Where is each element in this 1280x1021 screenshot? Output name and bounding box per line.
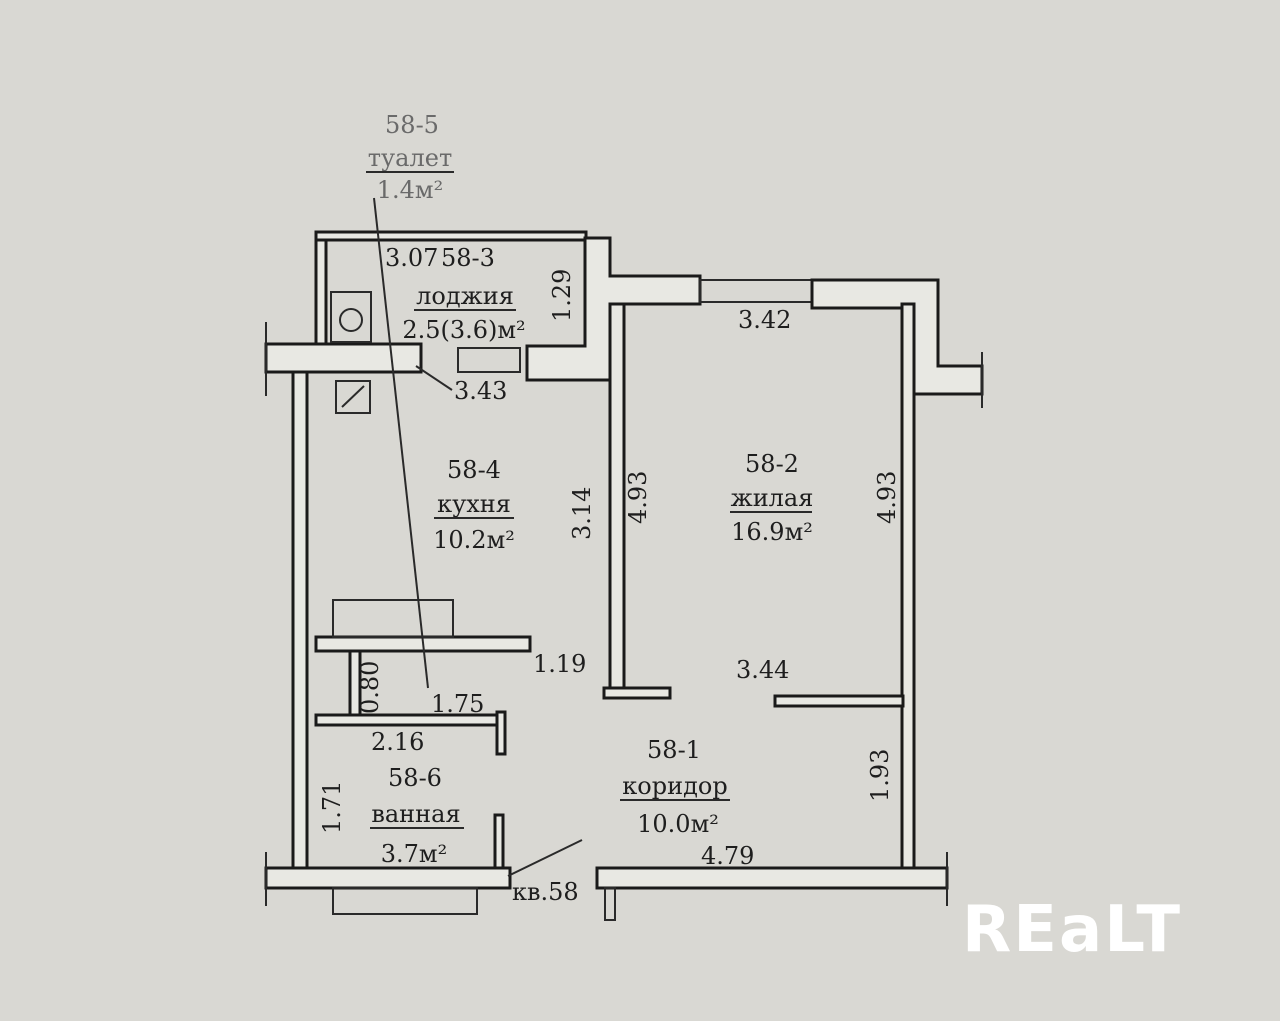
loggia-area: 2.5(3.6)м² <box>402 316 525 344</box>
kitchen-top-wall <box>264 342 423 374</box>
toilet-leader-line <box>373 197 429 689</box>
left-outer-wall <box>291 370 309 872</box>
toilet-name: туалет <box>368 144 452 172</box>
loggia-leader-line <box>415 365 453 391</box>
corridor-id: 58-1 <box>647 736 701 764</box>
dim-1-19: 1.19 <box>533 650 586 678</box>
loggia-name: лоджия <box>416 282 514 310</box>
living-area: 16.9м² <box>731 518 813 546</box>
dim-3-43: 3.43 <box>454 377 507 405</box>
kitchen-area: 10.2м² <box>433 526 515 554</box>
apartment-leader-line <box>507 839 583 877</box>
bath-door-post <box>495 710 507 756</box>
loggia-id: 58-3 <box>441 244 495 272</box>
bath-right-post <box>493 813 505 872</box>
dim-0-80: 0.80 <box>356 661 384 714</box>
bath-name: ванная <box>371 800 460 828</box>
toilet-id: 58-5 <box>385 111 439 139</box>
kitchen-vent-diagonal <box>341 385 365 408</box>
living-left-stub <box>602 686 672 700</box>
apartment-label: кв.58 <box>512 878 579 906</box>
dim-1-29: 1.29 <box>548 269 576 322</box>
dim-4-93-right: 4.93 <box>873 471 901 524</box>
stove <box>332 599 454 638</box>
washer-box <box>330 291 372 343</box>
bottom-stub <box>604 887 616 921</box>
dim-3-14: 3.14 <box>568 487 596 540</box>
living-right-wall <box>900 302 916 870</box>
dim-3-44: 3.44 <box>736 656 789 684</box>
corridor-area: 10.0м² <box>637 810 719 838</box>
loggia-top-wall <box>314 230 588 242</box>
living-left-wall <box>608 302 626 698</box>
drain-icon <box>339 308 363 332</box>
realt-logo: REaLT <box>962 893 1183 967</box>
living-name: жилая <box>731 484 814 512</box>
toilet-area: 1.4м² <box>377 176 443 204</box>
dim-4-79: 4.79 <box>701 842 754 870</box>
loggia-step <box>457 347 521 373</box>
dim-3-42: 3.42 <box>738 306 791 334</box>
dim-4-93-left: 4.93 <box>624 471 652 524</box>
dim-1-75: 1.75 <box>431 690 484 718</box>
bottom-left-ledge <box>332 887 478 915</box>
dim-1-93: 1.93 <box>866 749 894 802</box>
kitchen-vent-icon <box>335 380 371 414</box>
dim-1-71: 1.71 <box>318 781 346 834</box>
window-top <box>699 279 813 303</box>
dim-2-16: 2.16 <box>371 728 424 756</box>
right-upper-wall <box>810 278 984 396</box>
living-bottom-stub <box>773 694 905 708</box>
bath-area: 3.7м² <box>381 840 447 868</box>
bath-id: 58-6 <box>388 764 442 792</box>
corridor-name: коридор <box>622 772 727 800</box>
dim-3-07: 3.07 <box>385 244 438 272</box>
kitchen-name: кухня <box>437 490 511 518</box>
living-id: 58-2 <box>745 450 799 478</box>
bottom-right-wall <box>595 866 949 890</box>
kitchen-id: 58-4 <box>447 456 501 484</box>
bottom-left-wall <box>264 866 512 890</box>
left-upper-wall <box>314 230 328 348</box>
